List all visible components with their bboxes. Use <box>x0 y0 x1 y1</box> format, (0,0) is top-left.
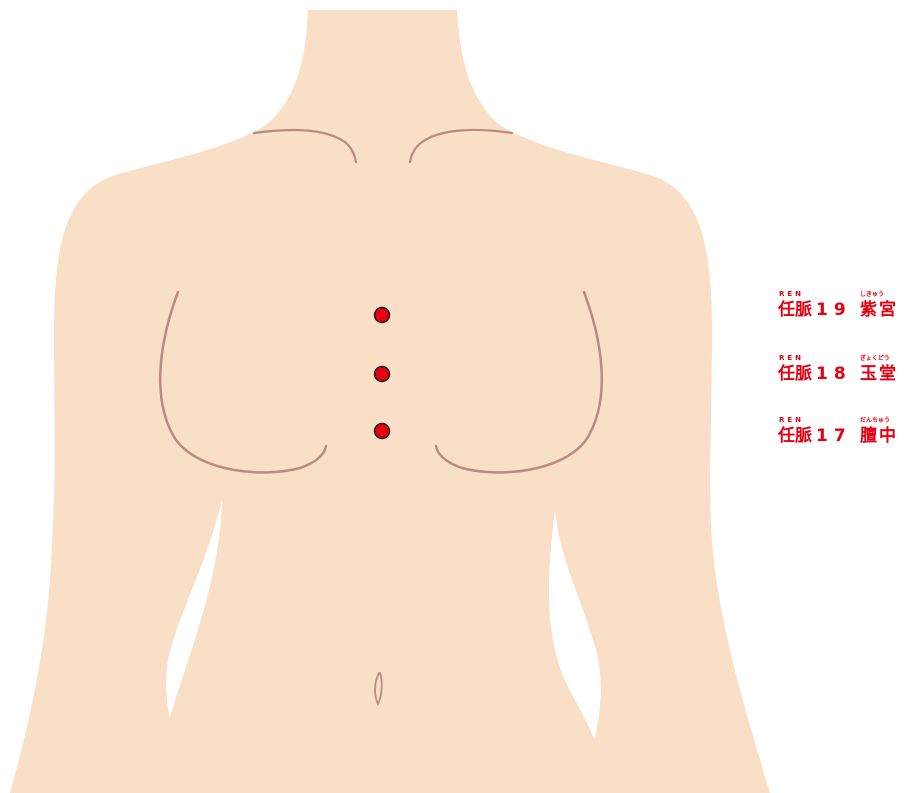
point-name: 玉堂 <box>860 363 898 385</box>
ruby-name: ぎょくどう <box>860 354 890 363</box>
acupoint-ren-18-marker <box>375 367 390 382</box>
point-number: 18 <box>816 363 852 385</box>
acupoint-ren-17-marker <box>375 424 390 439</box>
torso-silhouette <box>10 10 770 793</box>
ruby-code: REN <box>779 354 804 363</box>
ruby-name: しきゅう <box>860 290 884 299</box>
meridian-code: 任脈 <box>778 425 812 447</box>
point-number: 19 <box>816 299 852 321</box>
meridian-code: 任脈 <box>778 363 812 385</box>
ruby-name: だんちゅう <box>860 416 890 425</box>
ruby-code: REN <box>779 290 804 299</box>
meridian-code: 任脈 <box>778 299 812 321</box>
acupoint-ren-19-marker <box>375 308 390 323</box>
point-name: 紫宮 <box>860 299 898 321</box>
point-number: 17 <box>816 425 852 447</box>
ruby-code: REN <box>779 416 804 425</box>
point-name: 膻中 <box>860 425 898 447</box>
